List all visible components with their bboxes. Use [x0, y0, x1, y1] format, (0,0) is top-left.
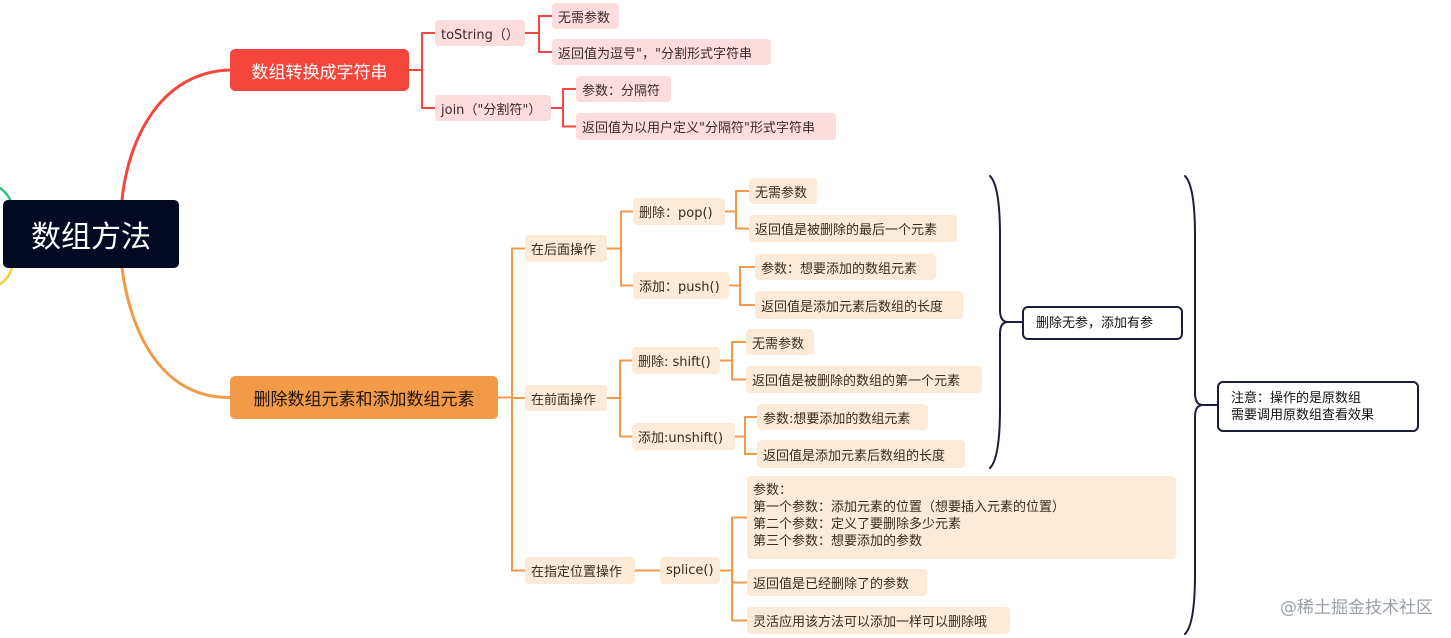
leaf-pop-return: 返回值是被删除的最后一个元素: [749, 215, 957, 242]
leaf-unshift-param: 参数:想要添加的数组元素: [757, 404, 928, 430]
brace-inner: [989, 175, 1009, 469]
edge-root-branch2: [120, 266, 232, 400]
offscreen-branch-yellow: [0, 264, 14, 286]
leaf-splice-params: 参数： 第一个参数：添加元素的位置（想要插入元素的位置） 第二个参数：定义了要删…: [747, 476, 1176, 559]
summary-outer: 注意：操作的是原数组 需要调用原数组查看效果: [1217, 381, 1419, 432]
group-back-operations: 在后面操作: [525, 235, 607, 262]
method-tostring: toString（）: [435, 20, 525, 46]
branch-delete-add-elements: 删除数组元素和添加数组元素: [230, 376, 498, 419]
leaf-push-param: 参数：想要添加的数组元素: [755, 254, 936, 280]
branch-array-to-string: 数组转换成字符串: [230, 49, 409, 91]
method-splice: splice(): [660, 557, 720, 584]
method-pop: 删除：pop(): [633, 198, 725, 225]
edge-root-branch1: [120, 68, 232, 202]
leaf-tostring-param: 无需参数: [552, 3, 619, 29]
leaf-join-param: 参数：分隔符: [576, 76, 671, 102]
method-unshift: 添加:unshift(): [632, 423, 735, 450]
leaf-tostring-return: 返回值为逗号"，"分割形式字符串: [552, 39, 771, 65]
watermark: @稀土掘金技术社区: [1280, 598, 1433, 618]
root-node: 数组方法: [3, 200, 179, 268]
leaf-splice-return: 返回值是已经删除了的参数: [747, 569, 927, 596]
group-front-operations: 在前面操作: [525, 385, 607, 411]
method-shift: 删除: shift(): [632, 347, 720, 374]
group-position-operations: 在指定位置操作: [525, 557, 635, 584]
leaf-splice-tip: 灵活应用该方法可以添加一样可以删除哦: [747, 607, 1010, 634]
leaf-unshift-return: 返回值是添加元素后数组的长度: [757, 440, 965, 468]
leaf-pop-param: 无需参数: [749, 178, 817, 204]
method-push: 添加：push(): [633, 272, 729, 299]
leaf-shift-param: 无需参数: [746, 329, 814, 355]
leaf-push-return: 返回值是添加元素后数组的长度: [755, 291, 963, 319]
leaf-shift-return: 返回值是被删除的数组的第一个元素: [746, 366, 982, 393]
brace-outer: [1184, 175, 1204, 635]
method-join: join（"分割符"）: [435, 95, 551, 121]
summary-inner: 删除无参，添加有参: [1022, 306, 1183, 340]
leaf-join-return: 返回值为以用户定义"分隔符"形式字符串: [576, 113, 836, 140]
